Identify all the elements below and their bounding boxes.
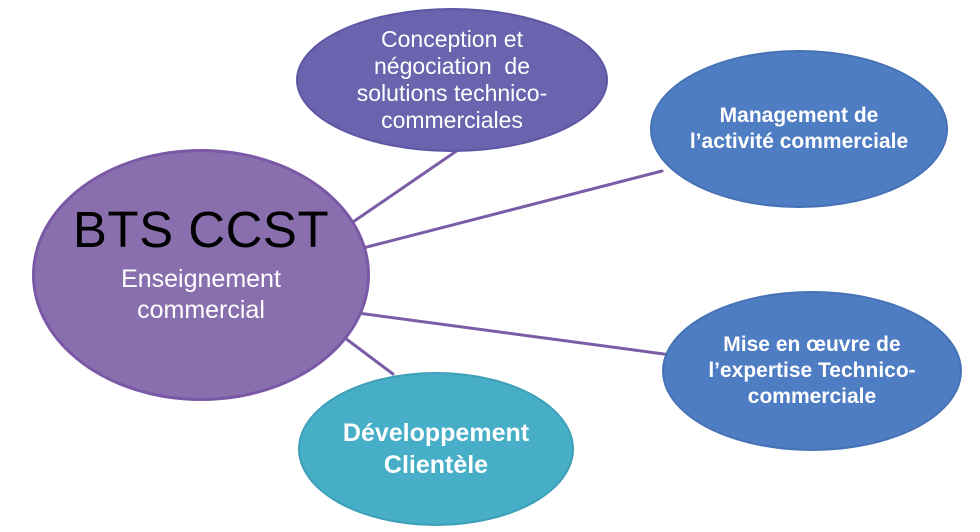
node-label-line: solutions technico- [356, 80, 548, 106]
node-label-line: l’activité commerciale [689, 130, 909, 153]
node-label-line: Développement [342, 418, 530, 447]
connector-clientele-line [343, 336, 395, 376]
main-title: BTS CCST [72, 200, 330, 258]
node-label-line: Management de [719, 103, 879, 127]
connector-conception-line [348, 148, 460, 226]
node-conception-negociation: Conception et négociation de solutions t… [296, 8, 608, 152]
node-developpement-clientele: Développement Clientèle [298, 372, 574, 526]
main-subtitle: Enseignement commercial [121, 264, 281, 327]
connector-expertise-line [356, 311, 688, 359]
node-label-line: Clientèle [383, 451, 489, 479]
node-expertise-technico: Mise en œuvre de l’expertise Technico- c… [662, 291, 962, 451]
main-subtitle-line: Enseignement [121, 264, 281, 293]
main-subtitle-line: commercial [137, 296, 265, 325]
node-label-line: l’expertise Technico- [708, 358, 916, 382]
node-label-line: commerciale [747, 385, 877, 409]
node-label-line: négociation de [373, 53, 530, 80]
node-label-line: Conception et [381, 26, 523, 53]
node-label-line: Mise en œuvre de [723, 332, 901, 356]
node-management-activite: Management de l’activité commerciale [650, 50, 948, 208]
node-label-line: commerciales [381, 106, 523, 133]
node-bts-ccst: BTS CCST Enseignement commercial [32, 149, 370, 401]
connector-management-line [361, 169, 664, 250]
